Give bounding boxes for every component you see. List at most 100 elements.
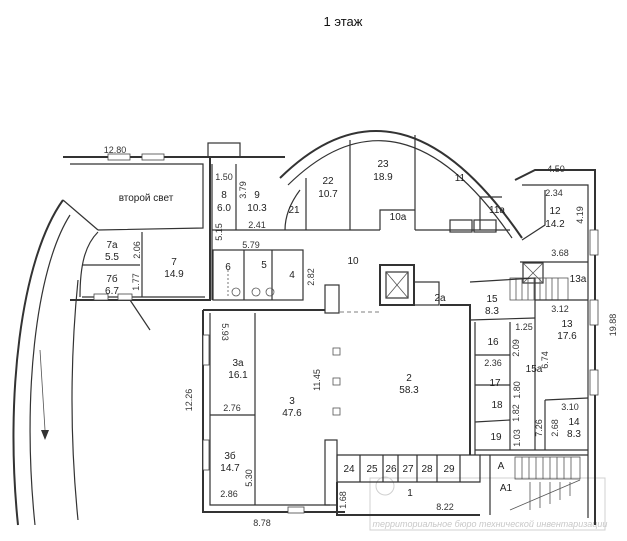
room-7-number: 7 <box>171 257 177 268</box>
room-7b-area: 6.7 <box>105 286 119 297</box>
room-labels: второй свет 8 6.0 9 10.3 21 22 10.7 23 1… <box>105 159 587 499</box>
room-14-area: 8.3 <box>567 429 581 440</box>
dim: 4.50 <box>547 164 565 174</box>
room-17-number: 17 <box>489 378 501 389</box>
room-2a-number: 2a <box>434 293 446 304</box>
watermark-stamp: территориальное бюро технической инвента… <box>369 476 608 531</box>
dim: 2.34 <box>545 188 563 198</box>
arrow-down-icon <box>41 430 49 440</box>
room-22-number: 22 <box>322 176 334 187</box>
dim: 11.45 <box>312 369 322 391</box>
room-21-number: 21 <box>288 205 300 216</box>
dim: 5.30 <box>244 469 254 487</box>
room-22-area: 10.7 <box>318 189 338 200</box>
room-A-number: A <box>498 461 505 472</box>
room-7b-number: 7б <box>106 273 118 285</box>
room-26-number: 26 <box>385 464 397 475</box>
dim: 12.80 <box>104 145 127 155</box>
room-10-number: 10 <box>347 256 359 267</box>
dim: 1.80 <box>512 381 522 399</box>
room-15-number: 15 <box>486 294 498 305</box>
stairs-13a <box>509 277 569 301</box>
room-15-area: 8.3 <box>485 306 499 317</box>
dim: 1.82 <box>511 404 521 422</box>
stairs-A <box>509 456 581 511</box>
room-7-area: 14.9 <box>164 269 184 280</box>
left-ramp <box>12 199 151 526</box>
room-4-number: 4 <box>289 270 295 281</box>
room-19-number: 19 <box>490 432 502 443</box>
room-3b-area: 14.7 <box>220 463 240 474</box>
dim: 2.09 <box>511 339 521 357</box>
watermark-text: территориальное бюро технической инвента… <box>373 519 608 529</box>
dim: 1.25 <box>515 322 533 332</box>
room-7a-number: 7a <box>106 240 118 251</box>
room-23-area: 18.9 <box>373 172 393 183</box>
room-6-number: 6 <box>225 262 231 273</box>
room-11-number: 11 <box>455 173 466 184</box>
room-25-number: 25 <box>366 464 378 475</box>
walls-left <box>63 142 304 301</box>
room-24-number: 24 <box>343 464 355 475</box>
dim: 7.26 <box>534 419 544 437</box>
dim: 12.26 <box>184 389 194 412</box>
room-3a-number: 3a <box>232 358 244 369</box>
walls-rotunda <box>279 130 523 239</box>
room-2-number: 2 <box>406 373 412 384</box>
dim: 2.36 <box>484 358 502 368</box>
room-second-light: второй свет <box>119 193 174 204</box>
room-1-number: 1 <box>407 488 413 499</box>
room-8-area: 6.0 <box>217 203 231 214</box>
room-12-area: 14.2 <box>545 219 565 230</box>
room-5-number: 5 <box>261 260 267 271</box>
room-13a-number: 13a <box>570 274 587 285</box>
room-3a-area: 16.1 <box>228 370 248 381</box>
dim: 5.93 <box>220 323 230 341</box>
dim: 1.68 <box>338 491 348 509</box>
room-3-number: 3 <box>289 396 295 407</box>
dim: 4.19 <box>575 206 585 224</box>
dim: 19.88 <box>608 314 618 337</box>
room-14-number: 14 <box>568 417 580 428</box>
dim: 5.15 <box>214 223 224 241</box>
room-15a-number: 15a <box>526 364 543 375</box>
room-29-number: 29 <box>443 464 455 475</box>
room-10a-number: 10a <box>390 212 407 223</box>
dim: 2.82 <box>306 268 316 286</box>
room-9-number: 9 <box>254 190 260 201</box>
room-12-number: 12 <box>549 206 561 217</box>
room-2-area: 58.3 <box>399 385 419 396</box>
room-13-number: 13 <box>561 319 573 330</box>
room-13-area: 17.6 <box>557 331 577 342</box>
dim: 2.06 <box>132 241 142 259</box>
dim: 1.77 <box>131 273 141 291</box>
dim: 8.78 <box>253 518 271 528</box>
dim: 1.50 <box>215 172 233 182</box>
dim: 3.79 <box>238 181 248 199</box>
room-A1-number: A1 <box>500 483 513 494</box>
dim: 3.10 <box>561 402 579 412</box>
room-7a-area: 5.5 <box>105 252 119 263</box>
dim: 8.22 <box>436 502 454 512</box>
room-3b-number: 3б <box>224 450 236 462</box>
dim: 3.68 <box>551 248 569 258</box>
dim: 2.76 <box>223 403 241 413</box>
walls-right <box>469 169 599 525</box>
room-16-number: 16 <box>487 337 499 348</box>
dim: 3.12 <box>551 304 569 314</box>
dim: 5.79 <box>242 240 260 250</box>
dim: 6.74 <box>540 351 550 369</box>
room-27-number: 27 <box>402 464 414 475</box>
room-18-number: 18 <box>491 400 503 411</box>
room-9-area: 10.3 <box>247 203 267 214</box>
room-23-number: 23 <box>377 159 389 170</box>
walls-center <box>202 264 588 516</box>
room-8-number: 8 <box>221 190 227 201</box>
dim: 1.03 <box>512 429 522 447</box>
floor-title: 1 этаж <box>324 14 363 29</box>
room-3-area: 47.6 <box>282 408 302 419</box>
room-11a-number: 11a <box>489 205 505 216</box>
dim: 2.41 <box>248 220 266 230</box>
room-28-number: 28 <box>421 464 433 475</box>
